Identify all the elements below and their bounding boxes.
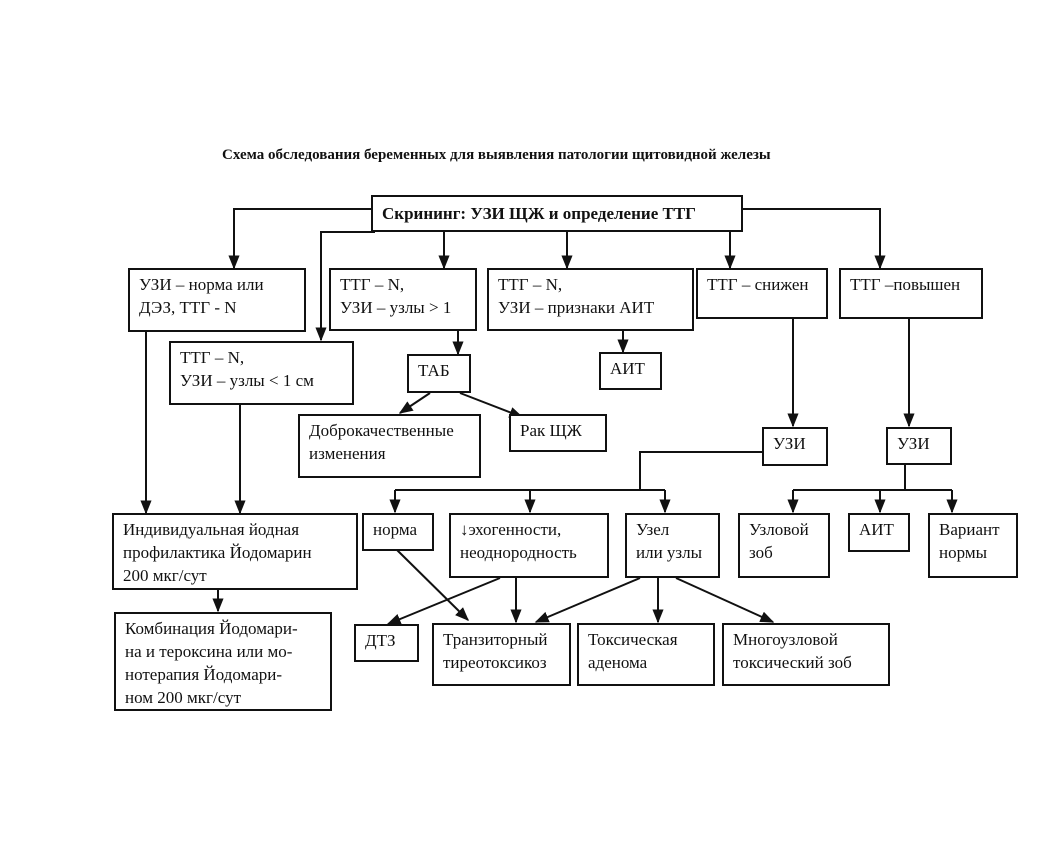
node-text-line: Транзиторный <box>443 630 548 649</box>
node-text-line: Вариант <box>939 520 1000 539</box>
edge-screening-ttg-high <box>743 208 886 270</box>
node-cancer: Рак ЩЖ <box>509 414 607 452</box>
node-text-line: ТТГ –повышен <box>850 275 961 294</box>
node-text-line: Узловой <box>749 520 809 539</box>
node-text-line: ТТГ – N, <box>340 275 405 294</box>
node-transient: Транзиторный тиреотоксикоз <box>432 623 571 686</box>
node-ait-1: АИТ <box>599 352 662 390</box>
node-echo: ↓эхогенности, неоднородность <box>449 513 609 578</box>
node-text-line: профилактика Йодомарин <box>123 542 312 562</box>
diagram-title: Схема обследования беременных для выявле… <box>222 147 771 163</box>
node-text-line: норма <box>373 520 418 539</box>
edge-echo-dtz <box>386 577 501 625</box>
node-benign: Доброкачественные изменения <box>298 414 481 478</box>
node-ttg-low: ТТГ – снижен <box>696 268 828 319</box>
node-text-line: УЗИ <box>897 434 930 453</box>
node-text-line: Доброкачественные <box>309 421 454 440</box>
node-ttg-high: ТТГ –повышен <box>839 268 983 319</box>
node-text-line: Индивидуальная йодная <box>123 520 300 539</box>
node-uzi-low: УЗИ <box>762 427 828 466</box>
edge-node-multinodular <box>675 577 775 623</box>
edge-screening-uzi-norm <box>228 208 371 270</box>
node-text-line: токсический зоб <box>733 652 852 672</box>
node-text-line: ном 200 мкг/сут <box>125 687 241 707</box>
node-text-line: Комбинация Йодомари- <box>125 619 298 638</box>
node-ait-2: АИТ <box>848 513 910 552</box>
node-text-line: или узлы <box>636 542 703 562</box>
node-prophylaxis: Индивидуальная йодная профилактика Йодома… <box>112 513 358 590</box>
node-text-line: Многоузловой <box>733 630 838 649</box>
node-text-line: ТТГ – N, <box>498 275 563 294</box>
node-text-line: УЗИ – узлы < 1 см <box>180 370 314 390</box>
node-text-line: нормы <box>939 542 988 562</box>
node-node: Узел или узлы <box>625 513 720 578</box>
node-text-line: ТАБ <box>418 361 450 380</box>
node-text-line: неоднородность <box>460 542 577 562</box>
node-text-line: УЗИ <box>773 434 806 453</box>
node-text-line: Рак ЩЖ <box>520 421 582 440</box>
node-text-line: УЗИ – узлы > 1 <box>340 297 452 317</box>
node-ttg-n-nodes-lt1: ТТГ – N, УЗИ – узлы < 1 см <box>169 341 354 405</box>
node-text-line: Токсическая <box>588 630 678 649</box>
node-text-line: УЗИ – признаки АИТ <box>498 297 655 317</box>
node-text-line: Узел <box>636 520 670 539</box>
node-text-line: 200 мкг/сут <box>123 565 207 585</box>
node-screening: Скрининг: УЗИ ЩЖ и определение ТТГ <box>371 195 743 232</box>
edge-norm-transient <box>396 549 469 621</box>
node-text-line: на и тероксина или мо- <box>125 641 293 661</box>
node-text-line: Скрининг: УЗИ ЩЖ и определение ТТГ <box>382 204 696 223</box>
node-text-line: аденома <box>588 652 648 672</box>
node-text-line: ДТЗ <box>365 631 396 650</box>
node-text-line: УЗИ – норма или <box>139 275 264 294</box>
node-dtz: ДТЗ <box>354 624 419 662</box>
node-text-line: ДЭЗ, ТТГ - N <box>139 297 237 317</box>
node-text-line: изменения <box>309 443 386 463</box>
node-text-line: тиреотоксикоз <box>443 652 547 672</box>
node-text-line: зоб <box>749 542 773 562</box>
node-tab: ТАБ <box>407 354 471 393</box>
edge-tab-benign <box>398 392 431 414</box>
node-text-line: АИТ <box>859 520 894 539</box>
node-text-line: нотерапия Йодомари- <box>125 664 282 684</box>
node-ttg-n-nodes-gt1: ТТГ – N, УЗИ – узлы > 1 <box>329 268 477 331</box>
node-variant-norm: Вариант нормы <box>928 513 1018 578</box>
node-text-line: ТТГ – снижен <box>707 275 809 294</box>
edge-node-transient <box>534 577 641 623</box>
node-uzi-high: УЗИ <box>886 427 952 465</box>
node-multinodular: Многоузловой токсический зоб <box>722 623 890 686</box>
node-text-line: АИТ <box>610 359 645 378</box>
edge-uzi-low-bus <box>639 451 762 490</box>
node-combination: Комбинация Йодомари-на и тероксина или м… <box>114 612 332 711</box>
node-toxic-adenoma: Токсическая аденома <box>577 623 715 686</box>
node-text-line: ТТГ – N, <box>180 348 245 367</box>
edge-tab-cancer <box>459 392 524 418</box>
node-text-line: ↓эхогенности, <box>460 520 562 539</box>
node-ttg-n-ait: ТТГ – N, УЗИ – признаки АИТ <box>487 268 694 331</box>
node-nodular-goiter: Узловой зоб <box>738 513 830 578</box>
node-norm: норма <box>362 513 434 551</box>
